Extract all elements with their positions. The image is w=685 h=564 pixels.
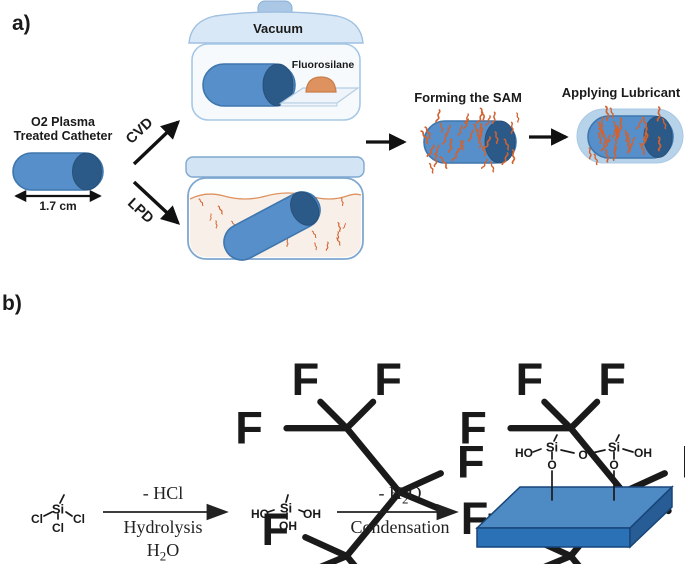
- ho-group: HO: [515, 446, 533, 460]
- oh-group: OH: [303, 507, 321, 521]
- vacuum-label: Vacuum: [253, 21, 303, 36]
- water-loss-label: - H2O: [352, 483, 448, 507]
- jar-lid: [185, 156, 365, 178]
- si-bonds: [43, 494, 73, 520]
- panel-a-label: a): [12, 12, 31, 35]
- catheter-caption-line1: O2 Plasma: [31, 115, 95, 129]
- panel-b-label: b): [2, 292, 22, 315]
- plasma-treated-catheter: [12, 152, 104, 203]
- slab-side-face: [629, 485, 673, 549]
- fluorosilane-droplet: [305, 76, 337, 93]
- catheter-end: [290, 191, 320, 226]
- cl-atom: Cl: [73, 512, 85, 526]
- oh-group: OH: [279, 519, 297, 533]
- cl-atom: Cl: [31, 512, 43, 526]
- catheter-end: [72, 152, 102, 191]
- o-atom: O: [609, 458, 618, 472]
- si-atom: Si: [52, 502, 64, 517]
- oh-group: OH: [634, 446, 652, 460]
- water-h: H: [146, 540, 160, 560]
- glass-slide-edge: [280, 102, 338, 107]
- bridging-o-atom: O: [578, 448, 587, 462]
- hydrolysis-label: Hydrolysis: [123, 517, 203, 537]
- condensation-label: Condensation: [350, 517, 450, 537]
- lubricant-step-label: Applying Lubricant: [561, 85, 681, 100]
- liquid-surface-line: [189, 192, 362, 200]
- catheter-caption: O2 Plasma Treated Catheter: [0, 115, 126, 144]
- vacuum-lid: [188, 11, 364, 44]
- vacuum-chamber: [188, 0, 364, 121]
- substrate-slab: [475, 485, 674, 549]
- o-atom: O: [547, 458, 556, 472]
- fluorosilane-squiggle: [515, 112, 520, 123]
- water-loss-sub: 2: [402, 491, 409, 507]
- water-label: H2O: [118, 540, 208, 564]
- si-atom: Si: [280, 501, 292, 516]
- si-atom: Si: [608, 440, 620, 455]
- si-bonds: [267, 494, 305, 520]
- catheter-end: [484, 120, 516, 164]
- sam-catheter: [420, 107, 520, 174]
- immersed-catheter: [223, 191, 321, 261]
- water-loss-h: - H: [378, 483, 403, 503]
- product-molecule: Si Si O HO OH O O: [475, 434, 674, 549]
- intermediate-molecule: Si HO OH OH: [251, 352, 685, 564]
- cvd-arrow: [132, 120, 181, 166]
- fluorosilane-squiggle: [434, 109, 442, 124]
- si-atom: Si: [546, 440, 558, 455]
- catheter-caption-line2: Treated Catheter: [13, 129, 113, 144]
- cl-atom: Cl: [52, 521, 64, 535]
- water-loss-o: O: [408, 483, 422, 503]
- reactant-molecule: Si Cl Cl Cl: [31, 352, 490, 564]
- fluorosilane-squiggle: [511, 149, 516, 165]
- lpd-arrow: [132, 180, 181, 225]
- lpd-jar: [185, 156, 365, 261]
- slab-front-face: [476, 527, 631, 548]
- fluorosilane-label: Fluorosilane: [291, 59, 355, 71]
- water-sub: 2: [159, 548, 167, 564]
- siloxane-bonds: [532, 434, 634, 501]
- hcl-loss-label: - HCl: [142, 483, 184, 503]
- fluorosilane-squiggle: [428, 162, 435, 174]
- ho-group: HO: [251, 507, 269, 521]
- water-o: O: [166, 540, 180, 560]
- sam-step-label: Forming the SAM: [414, 90, 522, 105]
- catheter-end: [262, 63, 294, 107]
- length-label: 1.7 cm: [39, 199, 77, 213]
- lubricated-catheter: [576, 105, 684, 166]
